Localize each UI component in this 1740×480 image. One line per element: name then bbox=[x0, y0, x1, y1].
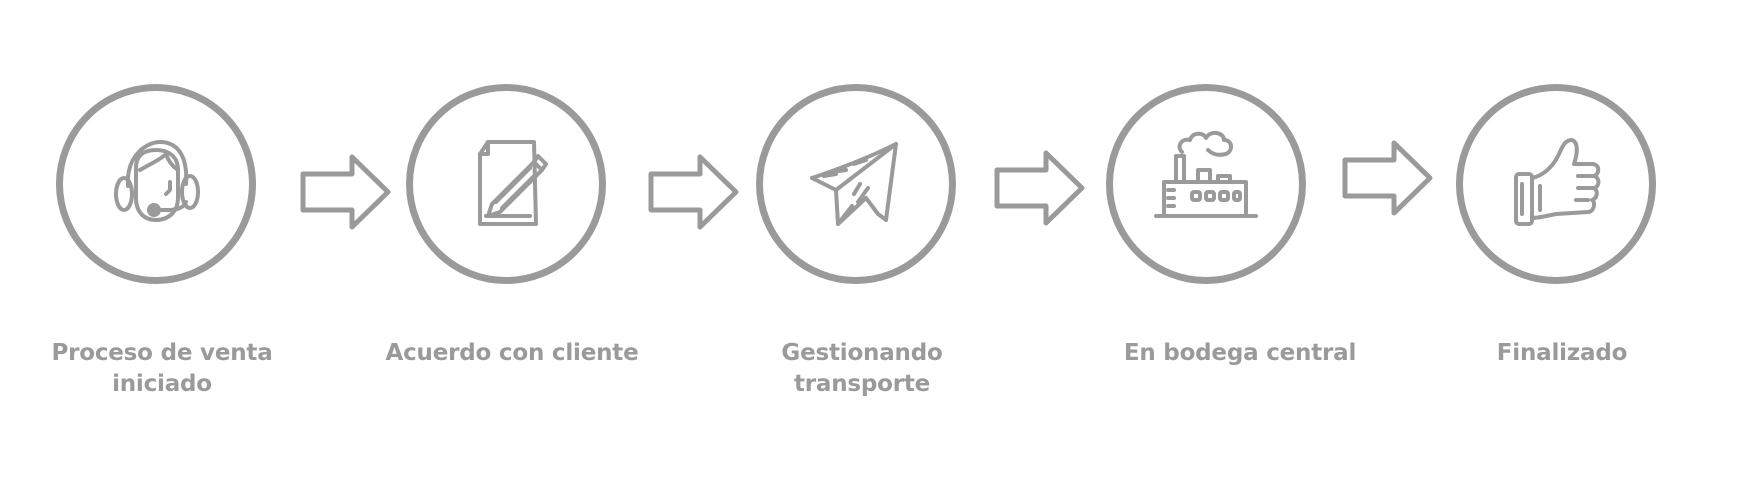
step-3-circle bbox=[756, 84, 956, 284]
thumbs-up-icon bbox=[1514, 138, 1601, 226]
headset-agent-icon bbox=[114, 140, 200, 222]
document-pencil-icon bbox=[478, 140, 548, 226]
step-3-label: Gestionando transporte bbox=[781, 340, 943, 397]
step-1-circle bbox=[56, 84, 256, 284]
step-5-label: Finalizado bbox=[1496, 340, 1628, 366]
step-1-label: Proceso de venta iniciado bbox=[51, 340, 273, 397]
step-2-label: Acuerdo con cliente bbox=[385, 340, 639, 366]
step-4-circle bbox=[1106, 84, 1306, 284]
arrow-right-icon bbox=[300, 154, 391, 230]
arrow-right-icon bbox=[994, 150, 1085, 226]
step-4-label: En bodega central bbox=[1123, 340, 1357, 366]
paper-plane-icon bbox=[810, 142, 898, 226]
step-2-circle bbox=[406, 84, 606, 284]
arrow-right-icon bbox=[1342, 140, 1433, 216]
arrow-right-icon bbox=[648, 154, 739, 230]
factory-icon bbox=[1154, 131, 1258, 218]
step-5-circle bbox=[1456, 84, 1656, 284]
